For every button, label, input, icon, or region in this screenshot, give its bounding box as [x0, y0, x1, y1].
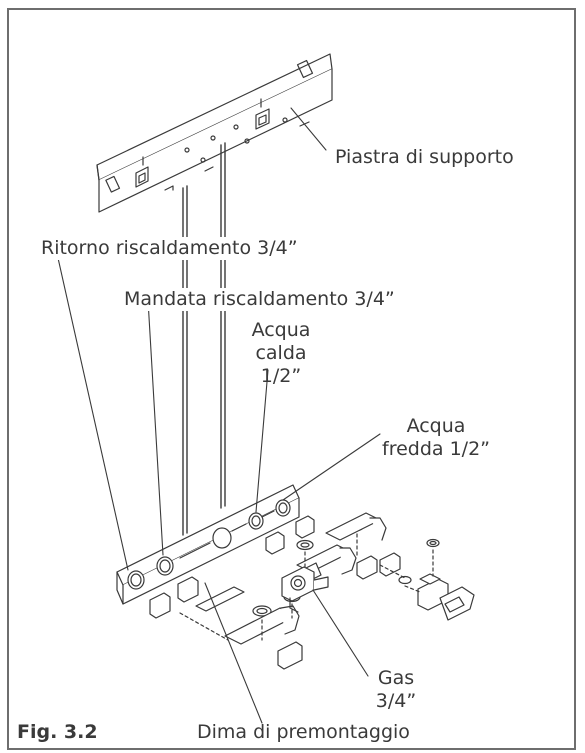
label-cold-water-line-1: Acqua — [406, 415, 466, 437]
label-heating-return: Ritorno riscaldamento 3/4” — [41, 237, 298, 260]
label-premounting-template: Dima di premontaggio — [197, 721, 410, 743]
label-cold-water: Acqua fredda 1/2” — [371, 415, 501, 461]
support-plate — [96, 53, 333, 213]
label-support-plate: Piastra di supporto — [335, 146, 514, 169]
label-gas-line-1: Gas — [377, 667, 415, 689]
label-gas: Gas 3/4” — [366, 667, 426, 713]
figure-number: Fig. 3.2 — [17, 721, 98, 743]
elbow-pipes — [195, 512, 401, 670]
premounting-template — [116, 484, 300, 605]
label-hot-water-line-3: 1/2” — [260, 365, 302, 387]
label-hot-water: Acqua calda 1/2” — [246, 319, 316, 388]
label-heating-flow: Mandata riscaldamento 3/4” — [124, 288, 395, 311]
label-hot-water-line-2: calda — [255, 342, 307, 364]
label-hot-water-line-1: Acqua — [251, 319, 311, 341]
cold-water-valve — [417, 573, 475, 621]
figure-frame — [7, 8, 576, 750]
alignment-dashes — [179, 533, 434, 641]
label-cold-water-line-2: fredda 1/2” — [382, 438, 490, 460]
leader-lines — [57, 107, 381, 724]
label-gas-line-2: 3/4” — [375, 690, 417, 712]
alignment-rods — [182, 142, 226, 536]
gas-valve — [281, 566, 329, 613]
